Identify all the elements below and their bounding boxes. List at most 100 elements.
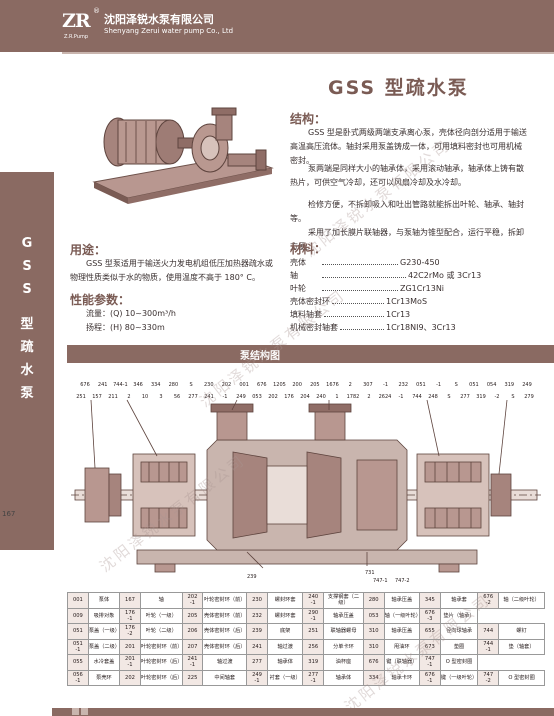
part-code-cell: 310	[362, 623, 385, 640]
material-value: 1Cr18NI9、3Cr13	[386, 323, 456, 332]
part-code-cell: 747 -2	[477, 669, 500, 686]
callout-number: 319	[505, 382, 515, 388]
part-name-cell: 叶轮密封环（前）	[139, 638, 183, 655]
material-row: 轴 42C2rMo 或 3Cr13	[290, 270, 530, 281]
callout-number: 051	[416, 382, 426, 388]
part-name-cell: 轴承体	[323, 669, 364, 686]
callout-number: 1676	[326, 382, 339, 388]
callout-number: 731	[365, 570, 375, 576]
part-name-cell: 壳体密封环（前）	[202, 607, 248, 624]
part-name-cell: 联轴器螺母	[323, 623, 364, 640]
part-code-cell: 747 -1	[418, 654, 441, 671]
structure-paragraph-4: 采用了加长膜片联轴器，与泵轴为锥型配合，运行平稳，拆卸方便。	[290, 228, 524, 251]
callout-number: 2	[367, 394, 370, 400]
structure-paragraph-1: GSS 型是卧式两级两端支承离心泵，壳体径向剖分适用于输送高温高压流体。轴封采用…	[290, 128, 527, 165]
part-name-cell: O 型密封圈	[439, 654, 479, 671]
page-number: 167	[2, 510, 16, 518]
callout-number: 239	[247, 574, 257, 580]
part-name-cell: 底架	[266, 623, 304, 640]
part-code-cell: 001	[67, 592, 89, 609]
callout-number: 001	[239, 382, 249, 388]
dot-leader	[322, 272, 406, 278]
part-name-cell: 油杯座	[323, 654, 364, 671]
part-code-cell: 744 -1	[477, 638, 500, 655]
callout-number: 1782	[347, 394, 360, 400]
materials-heading: 材料：	[290, 242, 327, 256]
head-range: 扬程：(H) 80~330m	[86, 323, 165, 332]
structure-paragraph-3: 检修方便，不拆卸吸入和吐出管路就能拆出叶轮、轴承、轴封等。	[290, 200, 524, 223]
side-tab-char: S	[22, 259, 32, 274]
part-code-cell: 206	[181, 623, 204, 640]
part-name-cell: 吸排对象	[87, 607, 121, 624]
dot-leader	[324, 311, 384, 317]
callout-number: 051	[469, 382, 479, 388]
callout-number: S	[447, 394, 450, 400]
part-name-cell: O 型密封圈	[498, 669, 545, 686]
part-name-cell: 叶轮密封环（前）	[202, 592, 248, 609]
diagram-title: 泵结构图	[240, 351, 280, 362]
side-tab-char: 水	[20, 363, 34, 378]
part-code-cell: 241	[246, 638, 268, 655]
registered-mark: ®	[93, 7, 100, 15]
usage-text: GSS 型泵适用于输送火力发电机组低压加热器疏水或物理性质类似于水的物质，使用温…	[70, 259, 273, 282]
part-code-cell: 319	[302, 654, 325, 671]
part-code-cell: 310	[362, 638, 385, 655]
callout-number: 2	[349, 382, 352, 388]
part-name-cell: 泵盖（一级）	[87, 623, 121, 640]
callout-number: 744	[412, 394, 422, 400]
callout-number: 319	[476, 394, 486, 400]
material-label: 填料轴套	[290, 310, 322, 319]
part-name-cell: 垫（轴套）	[498, 638, 545, 655]
material-label: 壳体密封环	[290, 297, 330, 306]
part-code-cell: 230	[246, 592, 268, 609]
part-name-cell: 泵盖（二级）	[87, 638, 121, 655]
callout-number: S	[511, 394, 514, 400]
part-code-cell: 280	[362, 592, 385, 609]
callout-number: 280	[169, 382, 179, 388]
material-value: G230-450	[400, 258, 440, 267]
part-code-cell: 225	[181, 669, 204, 686]
part-code-cell: 256	[302, 638, 325, 655]
part-code-cell: 053	[362, 607, 385, 624]
part-code-cell: 655	[418, 623, 441, 640]
part-name-cell: 轴承压盖	[323, 607, 364, 624]
pump-photo	[92, 107, 274, 204]
part-name-cell: 叶轮密封环（后）	[139, 669, 183, 686]
structure-paragraph-2: 泵两端是同样大小的轴承体，采用滚动轴承，轴承体上铸有散热片，可供空气冷却，还可以…	[290, 164, 524, 187]
part-name-cell: 轴承套	[439, 592, 479, 609]
material-value: 42C2rMo 或 3Cr13	[408, 271, 482, 280]
part-code-cell: 249 -1	[246, 669, 268, 686]
part-name-cell: 轴过渡	[202, 654, 248, 671]
side-tab-char: 泵	[20, 386, 34, 401]
material-label: 轴	[290, 271, 298, 280]
part-name-cell: 螺封环套	[266, 607, 304, 624]
side-tab-char: G	[21, 236, 33, 251]
part-name-cell: 泵壳环	[87, 669, 121, 686]
part-code-cell: 051 -1	[67, 638, 89, 655]
part-name-cell: 叶轮（二级）	[139, 623, 183, 640]
part-code-cell: 241 -1	[181, 654, 204, 671]
side-tab-char: S	[22, 282, 32, 297]
part-code-cell: 201 -1	[119, 654, 141, 671]
part-name-cell: 叶轮（一级）	[139, 607, 183, 624]
part-name-cell: 壳体密封环（后）	[202, 623, 248, 640]
callout-number: 10	[142, 394, 148, 400]
part-name-cell: 轴承压盖	[383, 592, 420, 609]
part-name-cell: 轴承卡环	[383, 669, 420, 686]
side-tab-char: 疏	[20, 340, 34, 355]
callout-number: 241	[98, 382, 108, 388]
callout-number: 053	[252, 394, 262, 400]
part-code-cell: 232	[246, 607, 268, 624]
header-bar	[0, 0, 554, 52]
part-name-cell: 壳体密封环（后）	[202, 638, 248, 655]
